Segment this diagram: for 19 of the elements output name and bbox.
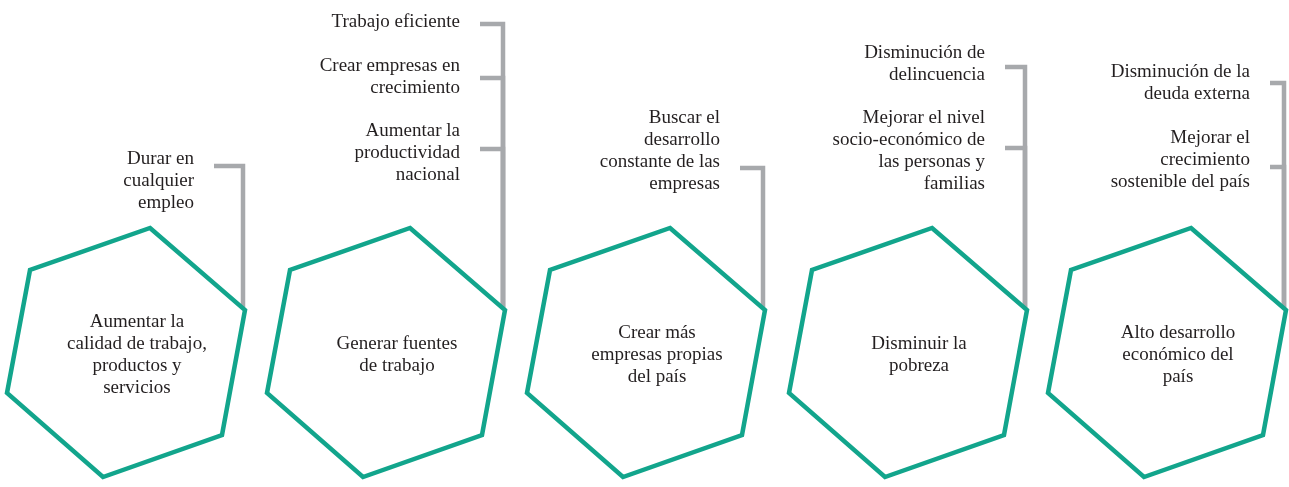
leader-line — [480, 146, 506, 308]
note-text: Disminución de delincuencia — [845, 41, 985, 85]
note-text: Durar en cualquier empleo — [99, 147, 194, 213]
note-text: Mejorar el crecimiento sostenible del país — [1092, 126, 1250, 192]
hexagon-label: Alto desarrollo económico del país — [1119, 321, 1237, 387]
hexagon-label: Disminuir la pobreza — [870, 332, 968, 376]
leader-line — [1270, 164, 1287, 308]
note-text: Disminución de la deuda externa — [1105, 60, 1250, 104]
hexagon-label: Aumentar la calidad de trabajo, productos y servicios — [67, 310, 207, 398]
note-text: Aumentar la productividad nacional — [330, 119, 460, 185]
note-text: Mejorar el nivel socio-económico de las personas y familias — [830, 106, 985, 194]
leader-line — [1005, 145, 1028, 308]
hexagon-label: Generar fuentes de trabajo — [335, 332, 459, 376]
leader-line — [740, 165, 766, 308]
hexagon-label: Crear más empresas propias del país — [590, 321, 724, 387]
note-text: Crear empresas en crecimiento — [260, 54, 460, 98]
note-text: Trabajo eficiente — [260, 10, 460, 32]
leader-line — [214, 163, 246, 308]
note-text: Buscar el desarrollo constante de las empresas — [584, 106, 720, 194]
